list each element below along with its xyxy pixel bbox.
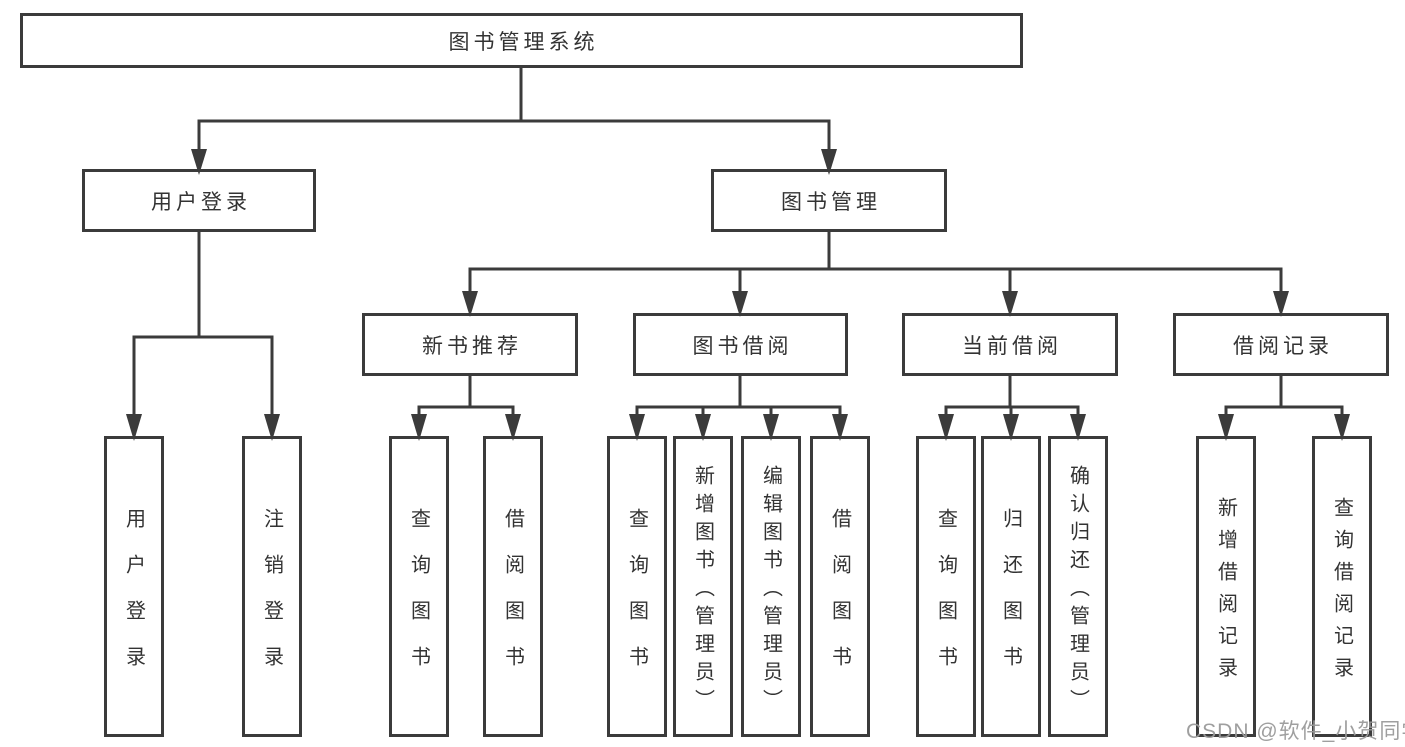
leaf-rec-borrow-books: 借阅图书	[483, 436, 543, 737]
leaf-logout-label: 注销登录	[260, 507, 283, 692]
node-user-login-label: 用户登录	[151, 190, 251, 214]
node-current-borrowing: 当前借阅	[902, 313, 1118, 376]
leaf-logout: 注销登录	[242, 436, 302, 737]
leaf-add-borrow-record-label: 新增借阅记录	[1214, 496, 1237, 689]
leaf-borrow-query-books-label: 查询图书	[625, 507, 648, 692]
node-borrowing-records-label: 借阅记录	[1233, 334, 1333, 358]
leaf-borrow-borrow-books: 借阅图书	[810, 436, 870, 737]
node-library-system: 图书管理系统	[20, 13, 1023, 68]
leaf-query-borrow-record: 查询借阅记录	[1312, 436, 1372, 737]
leaf-user-login-label: 用户登录	[122, 507, 145, 692]
leaf-edit-book-admin: 编辑图书（管理员）	[741, 436, 801, 737]
leaf-borrow-borrow-books-label: 借阅图书	[828, 507, 851, 692]
node-current-borrowing-label: 当前借阅	[962, 334, 1062, 358]
leaf-rec-borrow-books-label: 借阅图书	[501, 507, 524, 692]
node-book-borrowing-label: 图书借阅	[692, 334, 793, 358]
node-book-management-label: 图书管理	[781, 190, 881, 214]
leaf-edit-book-admin-label: 编辑图书（管理员）	[759, 464, 782, 717]
node-library-system-label: 图书管理系统	[448, 30, 599, 54]
leaf-rec-query-books: 查询图书	[389, 436, 449, 737]
leaf-add-borrow-record: 新增借阅记录	[1196, 436, 1256, 737]
leaf-rec-query-books-label: 查询图书	[407, 507, 430, 692]
leaf-confirm-return-admin: 确认归还（管理员）	[1048, 436, 1108, 737]
node-borrowing-records: 借阅记录	[1173, 313, 1389, 376]
leaf-query-borrow-record-label: 查询借阅记录	[1330, 496, 1353, 689]
node-user-login: 用户登录	[82, 169, 316, 232]
leaf-return-book-label: 归还图书	[999, 507, 1022, 692]
leaf-confirm-return-admin-label: 确认归还（管理员）	[1066, 464, 1089, 717]
leaf-add-book-admin-label: 新增图书（管理员）	[691, 464, 714, 717]
node-book-management: 图书管理	[711, 169, 947, 232]
watermark-text: CSDN @软件_小贺同学	[1186, 720, 1405, 743]
node-new-book-recommendation-label: 新书推荐	[422, 334, 522, 358]
node-book-borrowing: 图书借阅	[633, 313, 848, 376]
leaf-borrow-query-books: 查询图书	[607, 436, 667, 737]
leaf-current-query-books-label: 查询图书	[934, 507, 957, 692]
node-new-book-recommendation: 新书推荐	[362, 313, 578, 376]
leaf-user-login: 用户登录	[104, 436, 164, 737]
leaf-current-query-books: 查询图书	[916, 436, 976, 737]
leaf-return-book: 归还图书	[981, 436, 1041, 737]
leaf-add-book-admin: 新增图书（管理员）	[673, 436, 733, 737]
